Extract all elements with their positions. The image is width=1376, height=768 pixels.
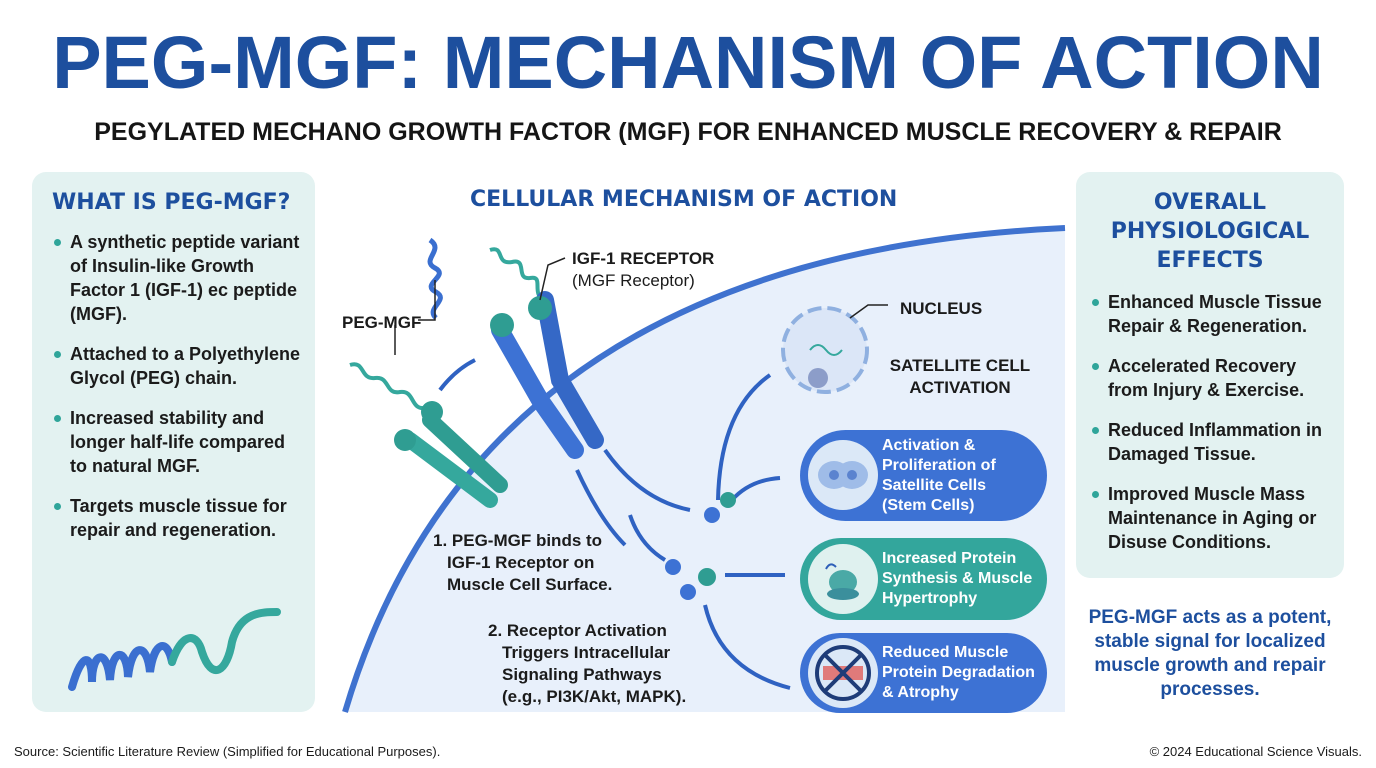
effects-panel: OVERALL PHYSIOLOGICAL EFFECTS Enhanced M… [1076, 172, 1344, 578]
pathway-arrows [438, 358, 791, 690]
outcome-line: & Atrophy [882, 684, 959, 701]
satellite-line1: SATELLITE CELL [889, 356, 1031, 375]
step-1-line: Muscle Cell Surface. [447, 575, 613, 594]
outcome-line: Increased Protein [882, 550, 1017, 567]
source-note: Source: Scientific Literature Review (Si… [14, 744, 441, 759]
list-item: Improved Muscle Mass Maintenance in Agin… [1090, 482, 1340, 554]
list-item: Enhanced Muscle Tissue Repair & Regenera… [1090, 290, 1340, 338]
peptide-chain-icon [68, 608, 281, 691]
receptor-label: IGF-1 RECEPTOR (MGF Receptor) [572, 248, 714, 292]
list-item: Reduced Inflammation in Damaged Tissue. [1090, 418, 1340, 466]
nucleus-label: NUCLEUS [900, 299, 983, 318]
heading-line: EFFECTS [1156, 248, 1264, 273]
heading-line: OVERALL [1153, 190, 1267, 215]
outcome-line: Reduced Muscle [882, 644, 1009, 661]
outcome-line: Activation & [882, 436, 976, 454]
outcome-line: Hypertrophy [882, 590, 978, 607]
conclusion-text: PEG-MGF acts as a potent, stable signal … [1088, 607, 1332, 700]
page-title-container: PEG-MGF: MECHANISM OF ACTION [0, 20, 1376, 106]
outcome-line: Proliferation of [882, 456, 996, 474]
no-atrophy-icon [808, 638, 878, 708]
page-title: PEG-MGF: MECHANISM OF ACTION [52, 21, 1324, 104]
outcome-line: Satellite Cells [882, 476, 987, 494]
list-item: Attached to a Polyethylene Glycol (PEG) … [52, 342, 307, 390]
outcome-line: Protein Degradation [882, 664, 1035, 681]
igf1-receptor-icon [489, 247, 604, 459]
mechanism-heading: CELLULAR MECHANISM OF ACTION [470, 187, 898, 212]
step-2-line: Triggers Intracellular [502, 643, 671, 662]
page-subtitle: PEGYLATED MECHANO GROWTH FACTOR (MGF) FO… [94, 118, 1282, 146]
step-2-line: (e.g., PI3K/Akt, MAPK). [502, 687, 687, 706]
list-item: Increased stability and longer half-life… [52, 406, 307, 478]
outcome-satellite-proliferation: Activation & Proliferation of Satellite … [800, 430, 1047, 521]
list-item: A synthetic peptide variant of Insulin-l… [52, 230, 307, 326]
outcome-line: Synthesis & Muscle [882, 570, 1033, 587]
copyright-note: © 2024 Educational Science Visuals. [1149, 744, 1362, 759]
page-subtitle-container: PEGYLATED MECHANO GROWTH FACTOR (MGF) FO… [0, 116, 1376, 148]
outcome-line: (Stem Cells) [882, 496, 975, 514]
outcome-reduced-degradation: Reduced Muscle Protein Degradation & Atr… [800, 633, 1047, 713]
nucleus-icon [781, 306, 869, 394]
step-2-line: Signaling Pathways [502, 665, 662, 684]
step-2-line: 2. Receptor Activation [488, 621, 667, 640]
list-item: Targets muscle tissue for repair and reg… [52, 494, 307, 542]
receptor-teal-icon [349, 362, 508, 508]
peg-mgf-label: PEG-MGF [342, 313, 422, 332]
step-1: 1. PEG-MGF binds to IGF-1 Receptor on Mu… [433, 530, 612, 596]
step-1-line: IGF-1 Receptor on [447, 553, 595, 572]
receptor-label-line2: (MGF Receptor) [572, 271, 695, 290]
dividing-cell-icon [808, 440, 878, 510]
effects-heading: OVERALL PHYSIOLOGICAL EFFECTS [1076, 188, 1344, 275]
step-1-line: 1. PEG-MGF binds to [433, 531, 603, 550]
what-is-panel: WHAT IS PEG-MGF? A synthetic peptide var… [32, 172, 315, 712]
cell-membrane [342, 225, 1066, 713]
receptor-label-line1: IGF-1 RECEPTOR [572, 249, 715, 268]
satellite-line2: ACTIVATION [909, 378, 1011, 397]
step-2: 2. Receptor Activation Triggers Intracel… [488, 620, 686, 708]
list-item: Accelerated Recovery from Injury & Exerc… [1090, 354, 1340, 402]
heading-line: PHYSIOLOGICAL [1110, 219, 1310, 244]
ribosome-icon [808, 544, 878, 614]
what-is-heading: WHAT IS PEG-MGF? [52, 190, 291, 215]
outcome-protein-synthesis: Increased Protein Synthesis & Muscle Hyp… [800, 538, 1047, 620]
satellite-activation-label: SATELLITE CELL ACTIVATION [885, 355, 1035, 399]
